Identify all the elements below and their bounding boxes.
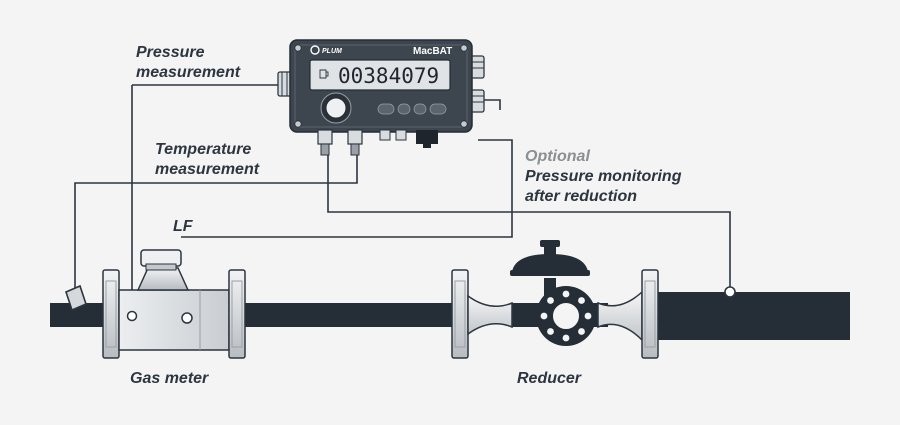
label-pressure-measurement-2: measurement xyxy=(136,64,241,81)
gas-meter-body xyxy=(118,289,230,351)
label-pressure-monitoring-1: Pressure monitoring xyxy=(525,168,682,185)
meter-head xyxy=(136,267,190,291)
reducer-cone-right xyxy=(597,290,643,342)
pressure-sensor-stub xyxy=(480,99,501,110)
reducer-cone-left xyxy=(467,294,513,336)
label-reducer: Reducer xyxy=(517,370,582,387)
signal-lines xyxy=(74,84,731,313)
plum-logo-icon xyxy=(310,45,320,55)
label-optional: Optional xyxy=(525,148,590,165)
lcd-battery-icon xyxy=(319,69,329,79)
reducer-flange-left xyxy=(451,269,469,359)
down-button[interactable] xyxy=(413,103,427,115)
reducer-diaphragm xyxy=(512,254,588,272)
bottom-connector-1 xyxy=(317,129,333,145)
brand-name: PLUM xyxy=(322,48,342,55)
label-pressure-measurement-1: Pressure xyxy=(136,44,205,61)
light-button[interactable] xyxy=(377,103,395,115)
gas-meter-flange-right xyxy=(228,269,246,359)
bottom-plug-black xyxy=(416,130,438,144)
device-buttons xyxy=(377,103,447,115)
label-pressure-monitoring-2: after reduction xyxy=(525,188,637,205)
lcd-value: 00384079 xyxy=(338,64,439,88)
enter-button[interactable] xyxy=(429,103,447,115)
lf-line xyxy=(181,139,513,238)
reduction-pressure-line xyxy=(327,155,731,292)
bottom-connector-3 xyxy=(379,129,391,141)
macbat-device: PLUM MacBAT 00384079 xyxy=(277,39,485,156)
reducer-bolts xyxy=(540,290,592,342)
pipeline xyxy=(50,292,850,340)
label-gas-meter: Gas meter xyxy=(130,370,209,387)
model-name: MacBAT xyxy=(413,46,452,57)
gas-meter-flange-left xyxy=(102,269,120,359)
label-lf: LF xyxy=(173,218,194,235)
temperature-line xyxy=(74,155,358,290)
bottom-connector-4 xyxy=(395,129,407,141)
up-button[interactable] xyxy=(397,103,411,115)
lcd-display xyxy=(309,59,451,91)
reducer xyxy=(451,240,659,359)
label-temperature-measurement-1: Temperature xyxy=(155,141,251,158)
pressure-line xyxy=(131,84,280,313)
temperature-sensor-icon xyxy=(65,284,87,312)
pressure-port-dot xyxy=(126,310,138,322)
gas-meter xyxy=(102,249,246,359)
meter-port-dot xyxy=(181,312,193,324)
reducer-flange-right xyxy=(641,269,659,359)
housing-screws xyxy=(294,44,468,128)
bottom-connector-2 xyxy=(347,129,363,145)
reduction-tap-dot xyxy=(724,286,736,298)
label-temperature-measurement-2: measurement xyxy=(155,161,260,178)
pipe-middle xyxy=(240,303,452,327)
pipe-right-large xyxy=(655,292,850,340)
